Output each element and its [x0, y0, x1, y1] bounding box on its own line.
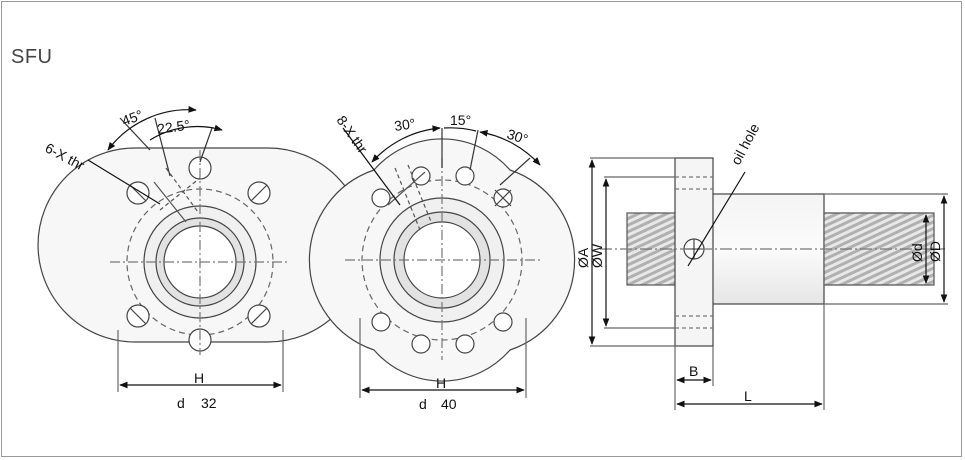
caption-d-2: d [419, 396, 427, 412]
bolt-hole [493, 312, 513, 332]
angle-45-label: 45° [120, 107, 145, 129]
dim-dia-W-label: ØW [589, 243, 605, 268]
dim-B-label: B [689, 363, 698, 379]
dim-H-label-1: H [194, 370, 204, 386]
front-view-d32 [37, 106, 366, 392]
angle-15-label: 15° [450, 112, 471, 128]
dim-L-label: L [744, 388, 752, 404]
bolt-hole [371, 312, 391, 332]
dim-H-label-2: H [436, 375, 446, 391]
thread-label-8x: 8-X thr [334, 113, 371, 157]
caption-d-1: d [177, 395, 185, 411]
dim-dia-d-label: Ød [909, 243, 925, 262]
dim-dia-D-label: ØD [927, 241, 943, 262]
caption-value-40: 40 [441, 396, 457, 412]
angle-30-left-label: 30° [393, 115, 416, 134]
bolt-hole [455, 334, 475, 354]
page-title: SFU [11, 46, 53, 68]
bolt-hole [371, 188, 391, 208]
angle-22-5-label: 22.5° [156, 117, 191, 137]
caption-value-32: 32 [201, 395, 217, 411]
angle-30-right-label: 30° [505, 126, 530, 148]
thread-label-6x: 6-X thr [43, 140, 88, 174]
front-view-d40 [308, 125, 576, 398]
bolt-hole [411, 334, 431, 354]
side-view [588, 157, 948, 410]
oil-hole-label: oil hole [728, 121, 763, 168]
bolt-hole [455, 166, 475, 186]
dim-dia-A-label: ØA [575, 247, 591, 268]
